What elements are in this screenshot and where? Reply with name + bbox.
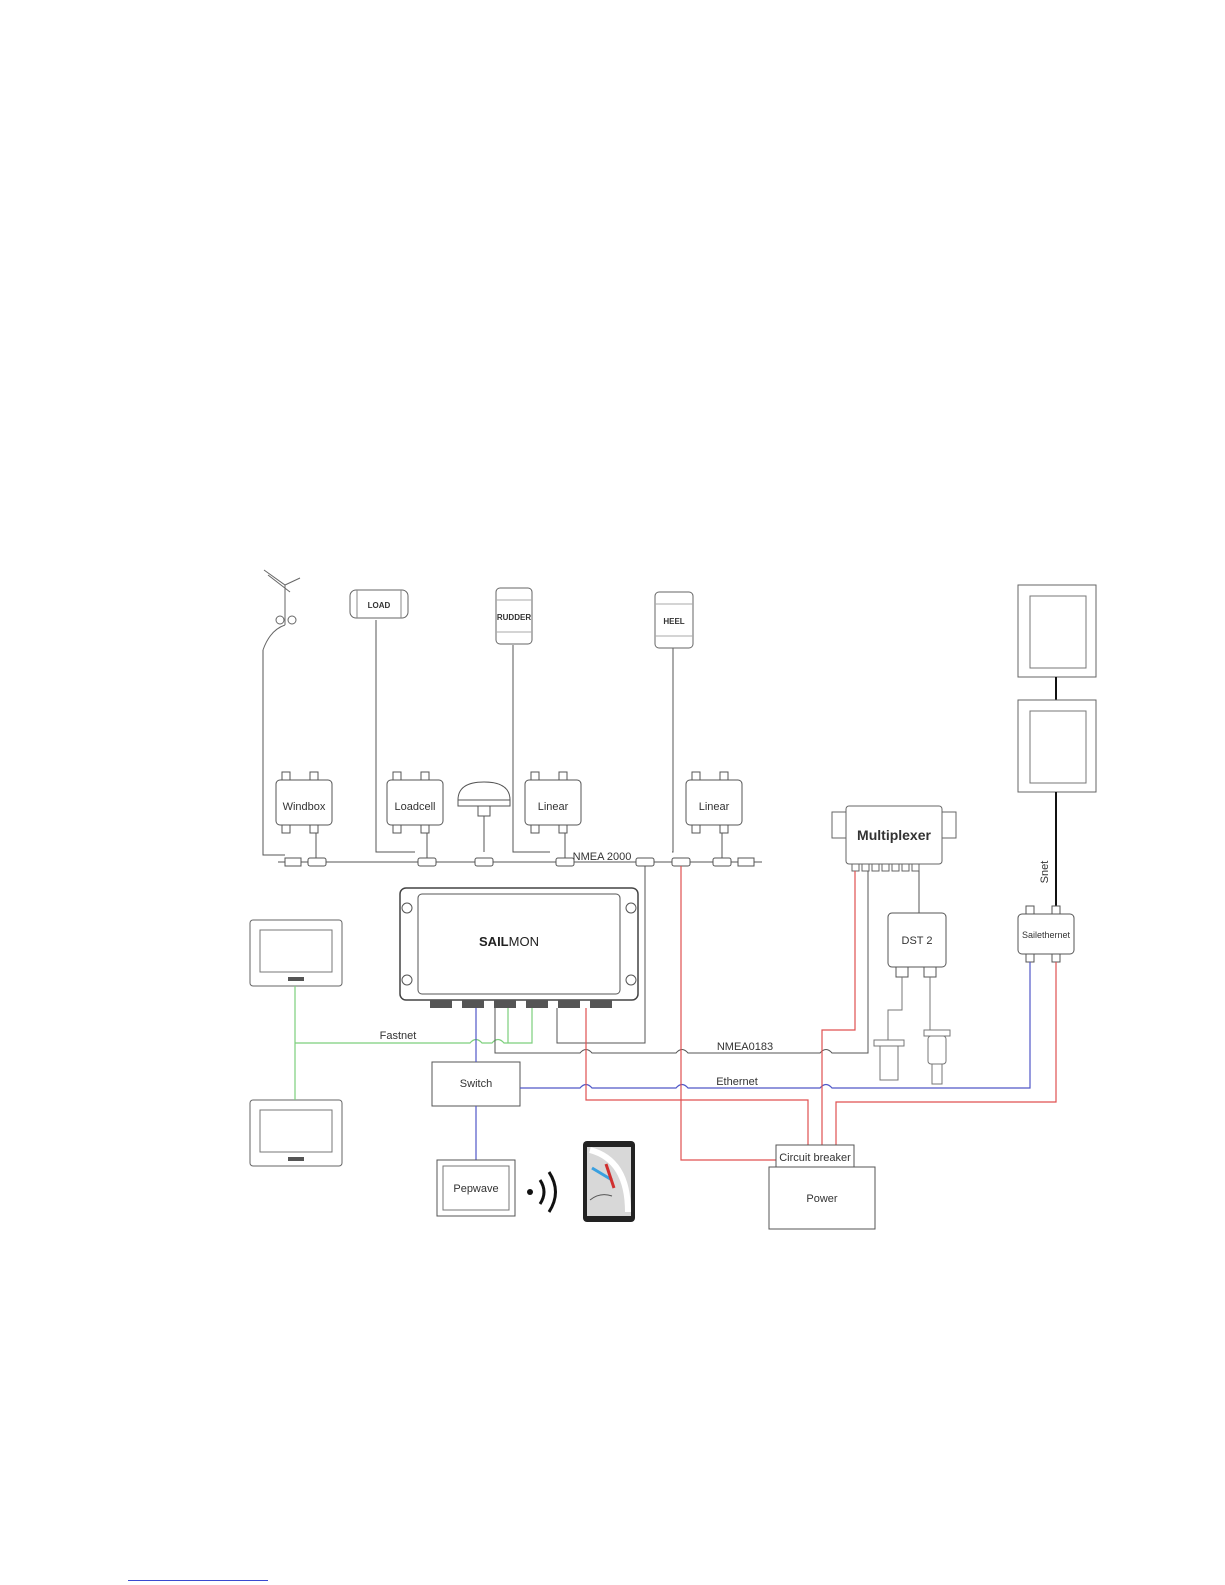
- sailmon-unit: SAILMON: [400, 888, 638, 1008]
- ethernet-label: Ethernet: [716, 1076, 758, 1088]
- wifi-signal-icon: [527, 1172, 556, 1212]
- windbox-label: Windbox: [283, 801, 326, 813]
- display-top-left: [250, 920, 342, 986]
- power-box: Power: [769, 1167, 875, 1229]
- power-label: Power: [806, 1193, 838, 1205]
- multiplexer-box: Multiplexer: [832, 806, 956, 871]
- rudder-sensor: RUDDER: [496, 588, 532, 644]
- switch-label: Switch: [460, 1078, 492, 1090]
- nmea2000-label: NMEA 2000: [573, 851, 632, 863]
- linear-1-label: Linear: [538, 801, 569, 813]
- heel-sensor-label: HEEL: [663, 617, 684, 626]
- circuit-breaker-label: Circuit breaker: [779, 1152, 851, 1164]
- heel-sensor: HEEL: [655, 592, 693, 648]
- gps-antenna-icon: [458, 782, 510, 852]
- pepwave-label: Pepwave: [453, 1183, 498, 1195]
- snet-label: Snet: [1039, 861, 1051, 884]
- linear-junction-2: Linear: [686, 772, 742, 833]
- rudder-sensor-label: RUDDER: [497, 613, 531, 622]
- dst2-box: DST 2: [888, 913, 946, 977]
- tablet-icon: [583, 1141, 635, 1222]
- footer-link-underline: [128, 1580, 268, 1581]
- svg-text:SAILMON: SAILMON: [479, 934, 539, 949]
- loadcell-label: Loadcell: [395, 801, 436, 813]
- nmea2000-backbone: NMEA 2000: [278, 851, 762, 866]
- loadcell-junction: Loadcell: [387, 772, 443, 833]
- load-sensor-label: LOAD: [368, 601, 391, 610]
- linear-2-label: Linear: [699, 801, 730, 813]
- switch-box: Switch: [432, 1062, 520, 1106]
- sailethernet-label: Sailethernet: [1022, 930, 1071, 940]
- windbox-junction: Windbox: [276, 772, 332, 833]
- linear-junction-1: Linear: [525, 772, 581, 833]
- multiplexer-label: Multiplexer: [857, 827, 931, 843]
- power-wires: [586, 866, 1056, 1160]
- dst2-label: DST 2: [902, 935, 933, 947]
- circuit-breaker-box: Circuit breaker: [776, 1145, 854, 1167]
- display-bottom-left: [250, 1100, 342, 1166]
- sailmon-brand-bold: SAIL: [479, 934, 509, 949]
- sailmon-brand-light: MON: [509, 934, 539, 949]
- load-sensor: LOAD: [350, 590, 408, 618]
- pepwave-box: Pepwave: [437, 1160, 515, 1216]
- nmea0183-label: NMEA0183: [717, 1041, 773, 1053]
- wind-sensor-icon: [263, 570, 300, 650]
- display-top-right: [1018, 585, 1096, 677]
- transducer-icon-1: [874, 977, 904, 1080]
- fastnet-label: Fastnet: [380, 1030, 417, 1042]
- display-middle-right: [1018, 700, 1096, 792]
- transducer-icon-2: [924, 977, 950, 1084]
- sailethernet-junction: Sailethernet: [1018, 906, 1074, 962]
